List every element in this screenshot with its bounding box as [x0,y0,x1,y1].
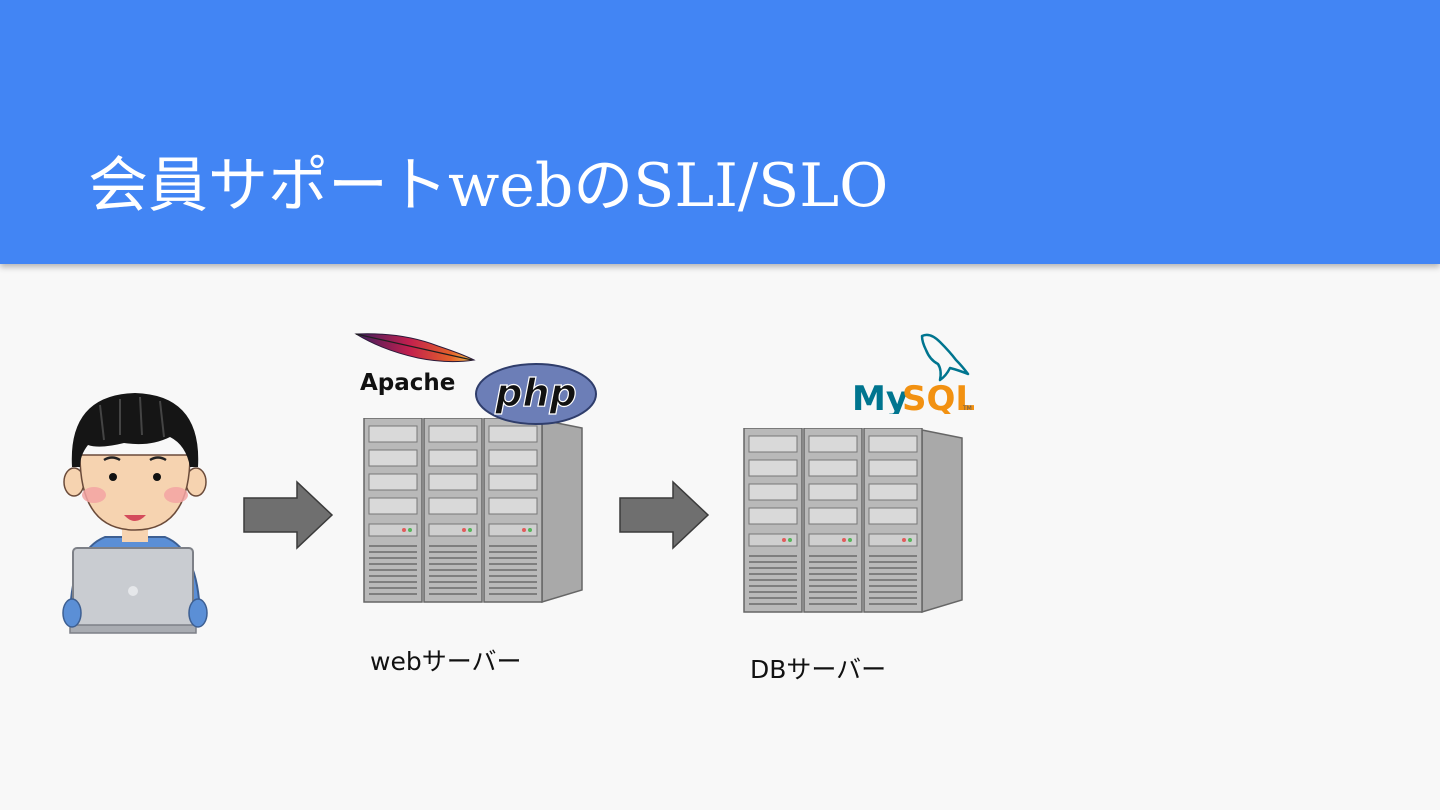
db-server-rack-icon [743,428,963,614]
slide-header: 会員サポートwebのSLI/SLO [0,0,1440,264]
arrow-right-icon [619,480,710,550]
mysql-logo-text-sql: SQL [902,379,974,414]
php-logo-text: php [494,371,576,415]
php-logo: php [475,363,597,425]
web-server-label: webサーバー [370,647,522,676]
db-server-label: DBサーバー [750,655,887,684]
mysql-dolphin-logo: My SQL TM [852,333,974,414]
apache-logo-text: Apache [360,370,455,396]
apache-feather-logo: Apache [354,333,476,396]
arrow-right-icon [243,480,334,550]
mysql-logo-text-my: My [852,379,908,414]
user-with-laptop-icon [62,393,208,634]
web-server-rack-icon [363,418,583,604]
mysql-logo-tm: TM [962,405,972,412]
slide-title: 会員サポートwebのSLI/SLO [88,151,889,221]
